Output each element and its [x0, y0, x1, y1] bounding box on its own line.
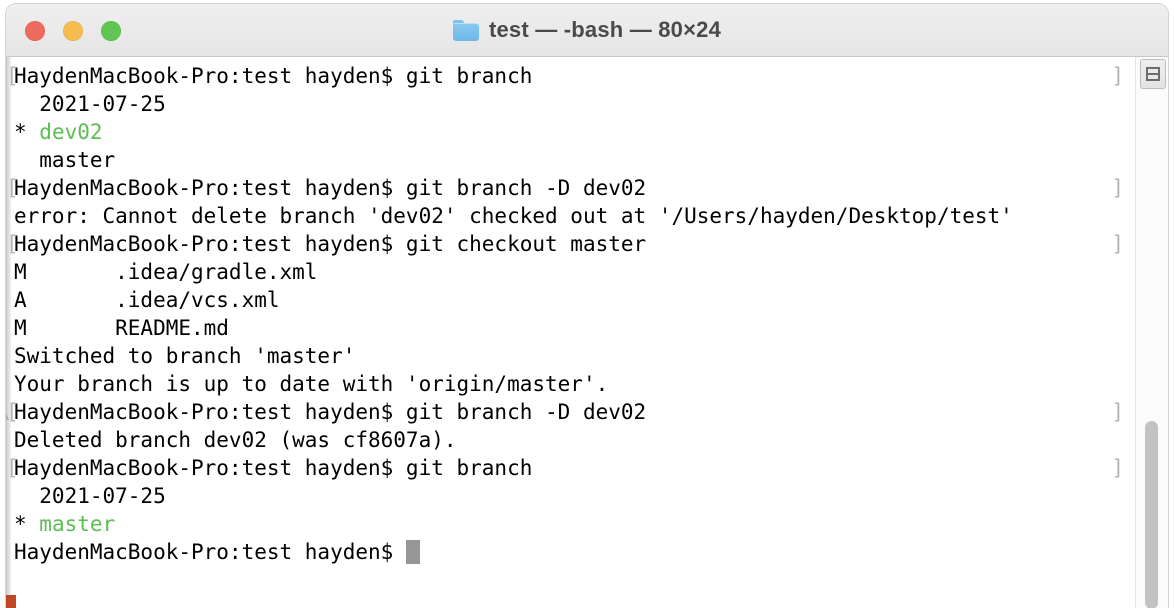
minimize-button[interactable]	[63, 21, 83, 41]
prompt-start-marker: [	[6, 64, 19, 88]
terminal-line: 2021-07-25	[6, 482, 1136, 510]
terminal-output: [HaydenMacBook-Pro:test hayden$ git bran…	[6, 62, 1136, 566]
terminal-line: [HaydenMacBook-Pro:test hayden$ git bran…	[6, 454, 1136, 482]
window-title: test — -bash — 80×24	[488, 17, 722, 42]
terminal-line-text: HaydenMacBook-Pro:test hayden$ git branc…	[14, 400, 647, 424]
prompt-end-marker: ]	[1111, 64, 1124, 88]
prompt-start-marker: [	[6, 400, 19, 424]
terminal-line: 2021-07-25	[6, 90, 1136, 118]
prompt-start-marker: [	[6, 176, 19, 200]
terminal-line: [HaydenMacBook-Pro:test hayden$ git chec…	[6, 230, 1136, 258]
terminal-line: [HaydenMacBook-Pro:test hayden$ git bran…	[6, 174, 1136, 202]
terminal-screen[interactable]: [HaydenMacBook-Pro:test hayden$ git bran…	[6, 57, 1136, 608]
prompt-end-marker: ]	[1111, 176, 1124, 200]
traffic-light-group	[25, 21, 121, 41]
terminal-line: [HaydenMacBook-Pro:test hayden$ git bran…	[6, 62, 1136, 90]
terminal-line-text: M .idea/gradle.xml	[14, 260, 318, 284]
prompt-end-marker: ]	[1111, 232, 1124, 256]
terminal-line: error: Cannot delete branch 'dev02' chec…	[6, 202, 1136, 230]
terminal-line-text: 2021-07-25	[14, 484, 166, 508]
left-edge-strip	[6, 57, 11, 595]
window-titlebar[interactable]: test — -bash — 80×24	[6, 4, 1168, 57]
prompt-start-marker: [	[6, 456, 19, 480]
terminal-body[interactable]: [HaydenMacBook-Pro:test hayden$ git bran…	[6, 57, 1168, 608]
terminal-line: Your branch is up to date with 'origin/m…	[6, 370, 1136, 398]
close-button[interactable]	[25, 21, 45, 41]
terminal-line-text: Your branch is up to date with 'origin/m…	[14, 372, 609, 396]
terminal-line: A .idea/vcs.xml	[6, 286, 1136, 314]
terminal-line: * master	[6, 510, 1136, 538]
current-branch-name: dev02	[39, 120, 103, 144]
left-corner-mark	[6, 595, 16, 608]
prompt-start-marker: [	[6, 232, 19, 256]
terminal-line: M README.md	[6, 314, 1136, 342]
marker-list-button[interactable]	[1140, 59, 1166, 89]
zoom-button[interactable]	[101, 21, 121, 41]
folder-icon	[452, 19, 479, 41]
block-cursor	[405, 540, 420, 564]
list-lines-icon	[1146, 67, 1160, 81]
terminal-line: master	[6, 146, 1136, 174]
terminal-line: * dev02	[6, 118, 1136, 146]
terminal-line-text: 2021-07-25	[14, 92, 166, 116]
line-continuation-mark: \	[6, 398, 10, 426]
terminal-line-text: M README.md	[14, 316, 229, 340]
terminal-line-text: HaydenMacBook-Pro:test hayden$	[14, 540, 406, 564]
prompt-end-marker: ]	[1111, 456, 1124, 480]
terminal-line: Switched to branch 'master'	[6, 342, 1136, 370]
terminal-line-text: A .idea/vcs.xml	[14, 288, 280, 312]
terminal-line-text: *	[14, 120, 40, 144]
terminal-line-text: HaydenMacBook-Pro:test hayden$ git branc…	[14, 176, 647, 200]
current-branch-name: master	[39, 512, 116, 536]
title-group: test — -bash — 80×24	[6, 4, 1168, 56]
prompt-end-marker: ]	[1111, 400, 1124, 424]
terminal-line: HaydenMacBook-Pro:test hayden$	[6, 538, 1136, 566]
terminal-line-text: HaydenMacBook-Pro:test hayden$ git branc…	[14, 456, 533, 480]
terminal-line-text: *	[14, 512, 40, 536]
terminal-right-rail	[1135, 57, 1168, 608]
terminal-line: Deleted branch dev02 (was cf8607a).	[6, 426, 1136, 454]
terminal-window: test — -bash — 80×24 [HaydenMacBook-Pro:…	[6, 4, 1168, 608]
terminal-line-text: Deleted branch dev02 (was cf8607a).	[14, 428, 457, 452]
terminal-line: \[HaydenMacBook-Pro:test hayden$ git bra…	[6, 398, 1136, 426]
terminal-line-text: error: Cannot delete branch 'dev02' chec…	[14, 204, 1013, 228]
scrollbar-thumb[interactable]	[1145, 421, 1158, 608]
terminal-line: M .idea/gradle.xml	[6, 258, 1136, 286]
terminal-line-text: HaydenMacBook-Pro:test hayden$ git branc…	[14, 64, 533, 88]
vertical-scrollbar[interactable]	[1136, 91, 1168, 608]
terminal-line-text: HaydenMacBook-Pro:test hayden$ git check…	[14, 232, 647, 256]
terminal-line-text: master	[14, 148, 116, 172]
terminal-line-text: Switched to branch 'master'	[14, 344, 356, 368]
